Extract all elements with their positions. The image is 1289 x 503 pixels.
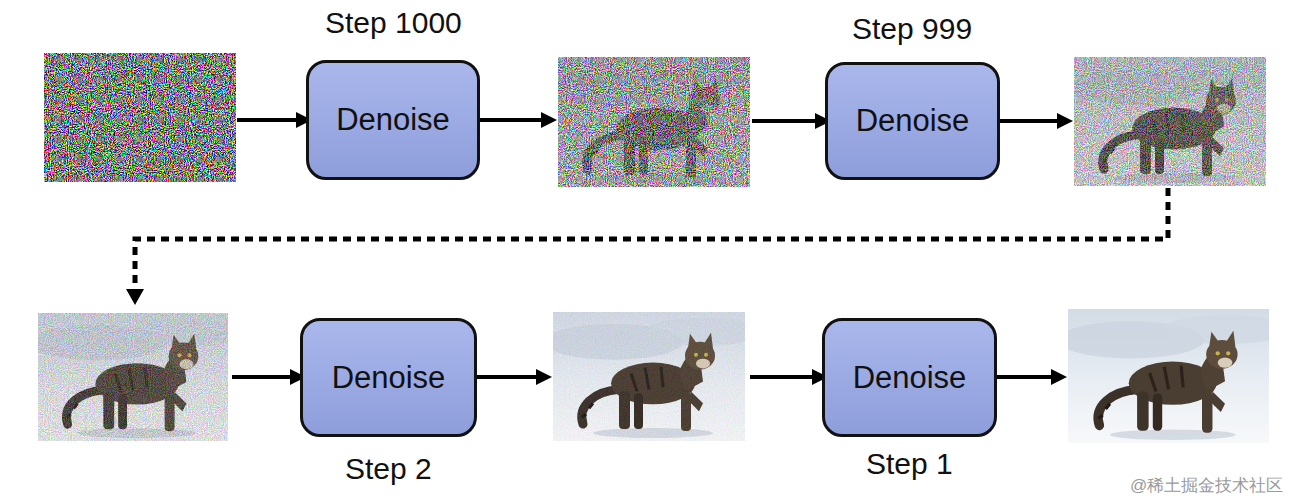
watermark: @稀土掘金技术社区 xyxy=(1130,474,1283,497)
step-label: Step 1000 xyxy=(325,6,462,40)
process-box: Denoise xyxy=(822,318,997,437)
box-text: Denoise xyxy=(825,360,994,396)
noise-image xyxy=(44,53,236,182)
step-label: Step 1 xyxy=(866,447,953,481)
noisy-cat-image xyxy=(548,57,768,187)
box-text: Denoise xyxy=(303,360,474,396)
step-label: Step 2 xyxy=(345,452,432,486)
noisy-cat-image xyxy=(1064,57,1284,186)
box-text: Denoise xyxy=(828,103,997,139)
step-label: Step 999 xyxy=(852,12,972,46)
process-box: Denoise xyxy=(825,62,1000,180)
process-box: Denoise xyxy=(306,60,480,180)
cat-image xyxy=(543,312,763,441)
cat-image xyxy=(1058,309,1288,443)
box-text: Denoise xyxy=(309,102,477,138)
noisy-cat-image xyxy=(28,313,246,441)
process-box: Denoise xyxy=(300,318,477,437)
dotted-connector xyxy=(126,188,1168,305)
